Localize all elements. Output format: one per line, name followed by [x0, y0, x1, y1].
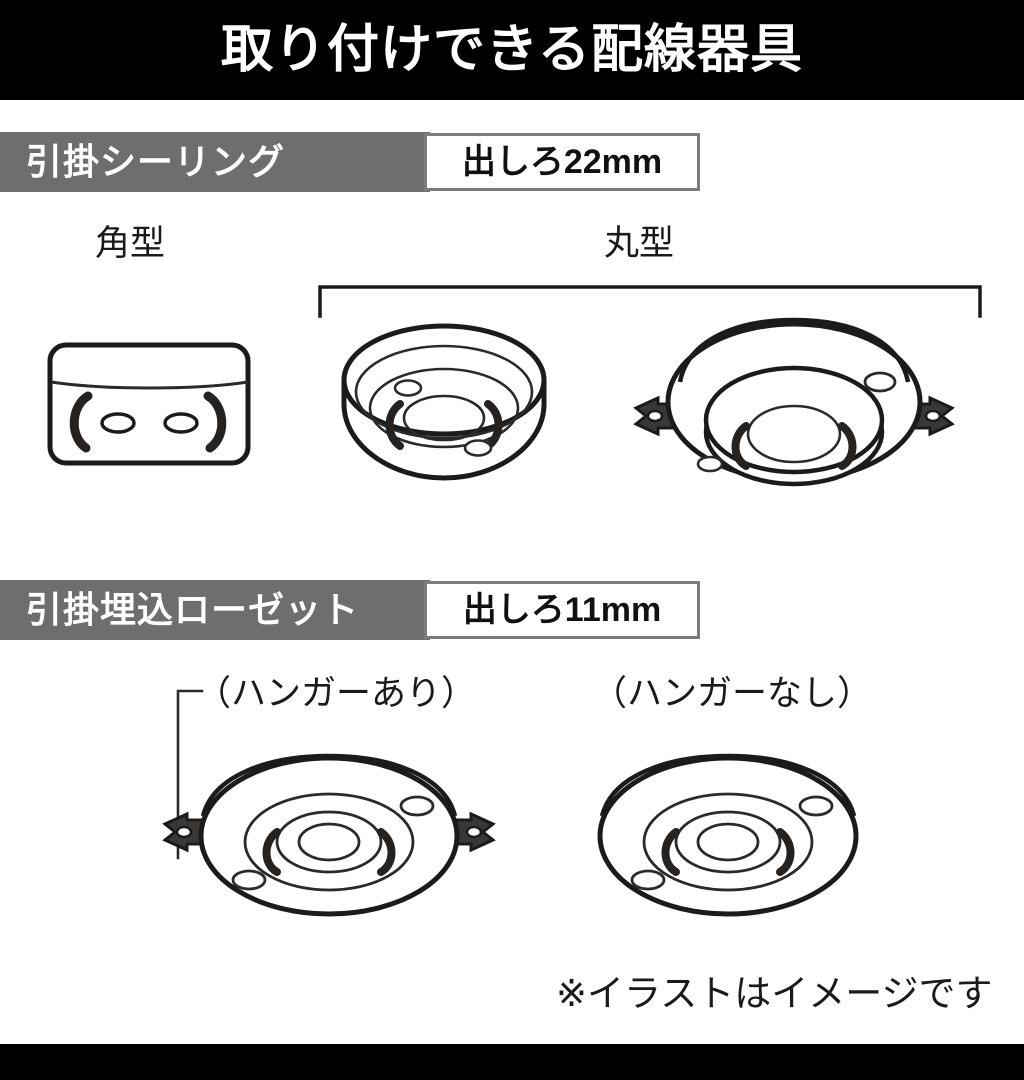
illustration-round-ceiling-rose-with-hanger [624, 316, 964, 488]
illustration-round-ceiling-rose [338, 318, 550, 486]
page-title: 取り付けできる配線器具 [221, 21, 803, 79]
label-square-type: 角型 [95, 224, 166, 263]
label-with-hanger: （ハンガーあり） [196, 674, 477, 713]
round-type-bracket [318, 284, 982, 318]
section-title-ceiling-rose: 引掛シーリング [26, 141, 286, 182]
section-title-embedded-rosette: 引掛埋込ローゼット [26, 589, 360, 630]
footnote-illustration-disclaimer: ※イラストはイメージです [556, 973, 993, 1014]
section-bar-embedded-rosette: 引掛埋込ローゼット [0, 580, 430, 640]
page-header: 取り付けできる配線器具 [0, 0, 1024, 100]
badge-ceiling-rose-projection: 出しろ22mm [424, 133, 700, 191]
page-footer [0, 1044, 1024, 1080]
badge-text-ceiling-rose: 出しろ22mm [461, 143, 663, 181]
label-round-type: 丸型 [604, 224, 675, 263]
section-bar-ceiling-rose: 引掛シーリング [0, 132, 430, 192]
label-without-hanger: （ハンガーなし） [592, 674, 873, 713]
illustration-square-ceiling-rose [45, 340, 255, 470]
badge-text-embedded-rosette: 出しろ11mm [462, 591, 662, 629]
illustration-rosette-with-hanger [155, 742, 503, 922]
badge-embedded-rosette-projection: 出しろ11mm [424, 581, 700, 639]
illustration-rosette-without-hanger [578, 742, 878, 922]
hanger-leader-line [176, 688, 206, 868]
